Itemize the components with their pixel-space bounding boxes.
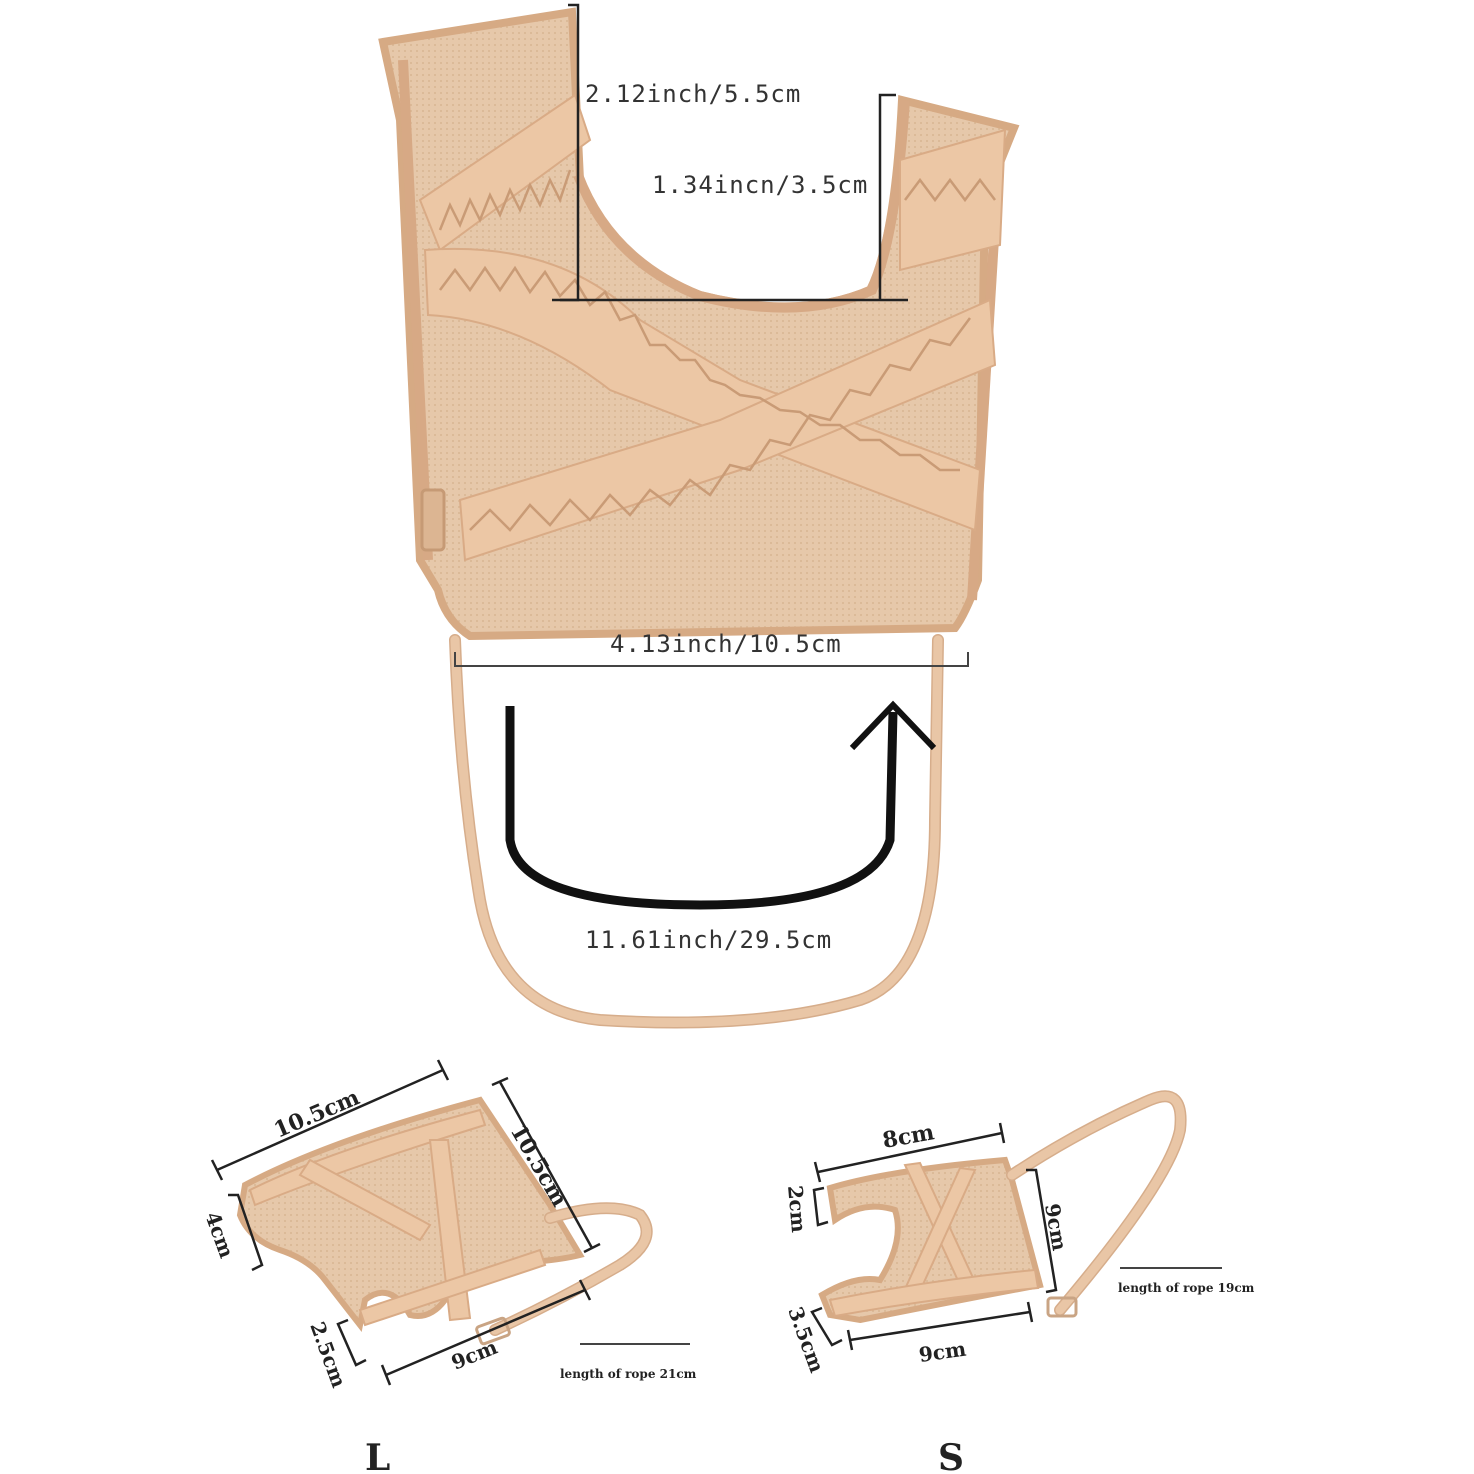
size-s-shoulder: 3.5cm <box>783 1304 829 1376</box>
band-top-horizontal <box>423 247 982 532</box>
size-l-rope: length of rope 21cm <box>560 1367 697 1381</box>
main-garment <box>378 7 1020 641</box>
size-l-bottom: 9cm <box>448 1335 501 1375</box>
band-cross-right <box>458 298 997 562</box>
band-upper-left <box>418 93 592 252</box>
size-s-bottom: 9cm <box>917 1337 967 1367</box>
shoulder-height-label: 2.12inch/5.5cm <box>585 80 801 108</box>
side-buckle <box>420 488 446 552</box>
size-l-label: L <box>365 1437 390 1474</box>
size-l-shoulder: 2.5cm <box>305 1319 351 1391</box>
size-s-left: 2cm <box>783 1184 811 1233</box>
size-s-dimensions <box>810 1122 1222 1351</box>
size-l-product <box>236 1096 653 1346</box>
rope-length-label: 11.61inch/29.5cm <box>585 926 832 954</box>
size-s-label: S <box>938 1437 964 1474</box>
main-rope-outer <box>449 634 944 1029</box>
size-l-top: 10.5cm <box>270 1084 363 1143</box>
size-s-slider <box>1046 1296 1078 1318</box>
main-dimensions <box>454 3 969 667</box>
band-right-shoulder <box>899 128 1007 272</box>
size-l-garment <box>236 1096 585 1333</box>
arrow-head <box>849 700 937 751</box>
size-s-rope: length of rope 19cm <box>1118 1281 1255 1295</box>
size-l-dimensions <box>210 1059 690 1386</box>
main-rope <box>450 635 943 1027</box>
size-s-product <box>818 1090 1187 1324</box>
width-label: 4.13inch/10.5cm <box>610 630 842 658</box>
size-s-right: 9cm <box>1040 1202 1072 1253</box>
neck-depth-label: 1.34incn/3.5cm <box>652 171 868 199</box>
size-l-left: 4cm <box>200 1209 239 1262</box>
u-turn-arrow <box>505 706 898 910</box>
